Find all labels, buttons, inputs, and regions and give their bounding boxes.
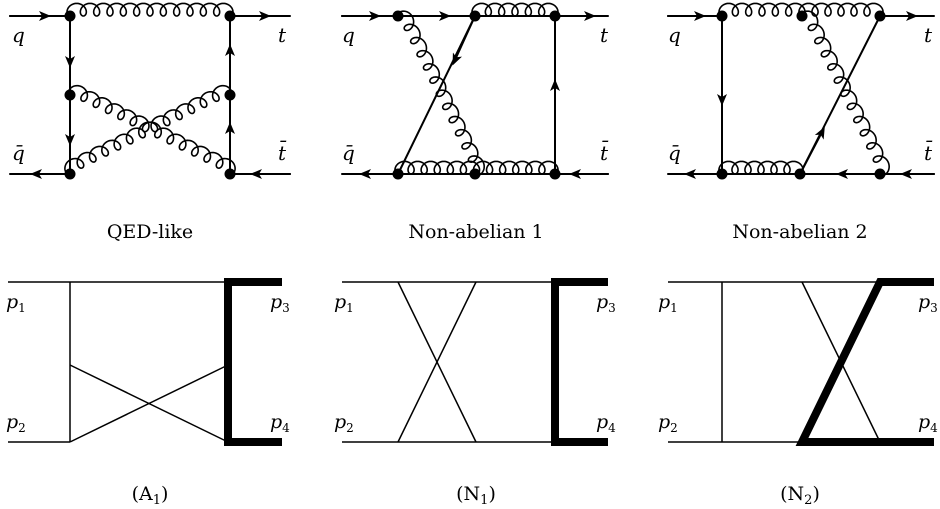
gluon [798, 2, 884, 17]
gluon [800, 10, 890, 177]
gluon [718, 2, 806, 17]
vertex [874, 10, 886, 22]
label-p1: p1 [6, 291, 26, 315]
crossed-propagator [397, 281, 477, 443]
vertex [392, 10, 404, 22]
vertex [64, 10, 76, 22]
vertex [64, 168, 76, 180]
label-p2: p2 [334, 411, 354, 435]
label-p4: p4 [270, 411, 290, 435]
vertex [469, 168, 481, 180]
label-p3: p3 [270, 291, 290, 315]
vertex [874, 168, 886, 180]
diagram-n1: p1 p2 p3 p4 (N1) [334, 278, 616, 508]
caption-n1: (N1) [456, 483, 496, 508]
label-p1: p1 [658, 291, 678, 315]
vertex [64, 89, 76, 101]
label-tbar: t̄ [600, 140, 609, 165]
vertex [224, 168, 236, 180]
label-qbar: q̄ [342, 141, 355, 165]
diagram-n2: p1 p2 p3 p4 (N2) [658, 278, 938, 508]
diagram-non-abelian-2: q t q̄ t̄ Non-abelian 2 [667, 2, 935, 243]
caption-non-abelian-1: Non-abelian 1 [408, 221, 543, 243]
label-q: q [668, 23, 681, 47]
label-p2: p2 [6, 411, 26, 435]
vertex [469, 10, 481, 22]
gluon [396, 10, 486, 177]
caption-non-abelian-2: Non-abelian 2 [732, 221, 867, 243]
gluon [471, 2, 559, 17]
gluon [67, 84, 236, 176]
label-t: t [924, 23, 933, 47]
arrow [799, 126, 825, 175]
vertex [392, 168, 404, 180]
diagram-non-abelian-1: q t q̄ t̄ Non-abelian 1 [341, 2, 609, 243]
label-p3: p3 [596, 291, 616, 315]
label-q: q [12, 23, 25, 47]
vertex [549, 10, 561, 22]
vertex [796, 10, 808, 22]
vertex [549, 168, 561, 180]
label-p4: p4 [918, 411, 938, 435]
massive-propagator [551, 278, 608, 446]
label-t: t [278, 23, 287, 47]
vertex [794, 168, 806, 180]
massive-propagator [224, 278, 282, 446]
label-tbar: t̄ [278, 140, 287, 165]
label-qbar: q̄ [668, 141, 681, 165]
vertex [716, 168, 728, 180]
diagram-qed-like: q t q̄ t̄ QED-like [9, 2, 291, 243]
label-p1: p1 [334, 291, 354, 315]
caption-qed-like: QED-like [107, 221, 193, 243]
arrow [452, 15, 476, 66]
label-p3: p3 [918, 291, 938, 315]
crossed-propagator [69, 364, 229, 443]
massive-propagator [795, 278, 934, 446]
label-tbar: t̄ [924, 140, 933, 165]
gluon [64, 84, 233, 176]
diagram-a1: p1 p2 p3 p4 (A1) [6, 278, 290, 508]
label-qbar: q̄ [12, 141, 25, 165]
caption-a1: (A1) [132, 483, 169, 508]
label-p4: p4 [596, 411, 616, 435]
vertex [716, 10, 728, 22]
label-p2: p2 [658, 411, 678, 435]
gluon [718, 160, 804, 175]
vertex [224, 89, 236, 101]
gluon [66, 2, 234, 17]
label-q: q [342, 23, 355, 47]
vertex [224, 10, 236, 22]
caption-n2: (N2) [780, 483, 820, 508]
label-t: t [600, 23, 609, 47]
